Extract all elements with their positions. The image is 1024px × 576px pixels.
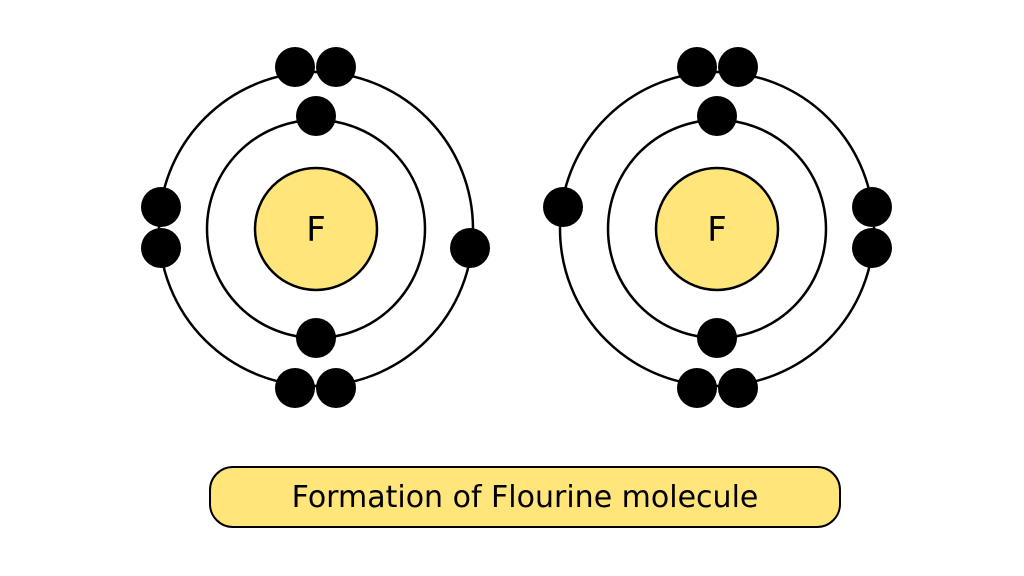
atom-left-symbol: F [306, 210, 326, 250]
atom-left-nucleus [253, 166, 379, 292]
atom-right-nucleus [654, 166, 780, 292]
caption-text: Formation of Flourine molecule [291, 479, 759, 515]
atom-left-outer-electron [275, 368, 315, 408]
atom-left-outer-electron [141, 187, 181, 227]
atom-left-inner-electron-bottom [296, 318, 336, 358]
atom-right-outer-electron [543, 187, 583, 227]
atom-left-outer-electron [450, 228, 490, 268]
atom-left-inner-electron-top [296, 96, 336, 136]
atom-right-inner-electron-bottom [697, 318, 737, 358]
atom-right-outer-electron [852, 187, 892, 227]
atom-left: F [141, 47, 490, 408]
atom-right-outer-electron [852, 228, 892, 268]
atom-left-outer-electron [316, 368, 356, 408]
atom-left-outer-electron [141, 228, 181, 268]
atom-left-outer-electron [275, 47, 315, 87]
atom-right-symbol: F [707, 210, 727, 250]
caption-box: Formation of Flourine molecule [209, 466, 841, 528]
atom-right-inner-electron-top [697, 96, 737, 136]
atom-right-outer-electron [718, 47, 758, 87]
atom-right: F [543, 47, 892, 408]
atom-right-outer-electron [718, 368, 758, 408]
atom-right-outer-electron [677, 47, 717, 87]
atom-right-outer-electron [677, 368, 717, 408]
atom-left-outer-electron [316, 47, 356, 87]
